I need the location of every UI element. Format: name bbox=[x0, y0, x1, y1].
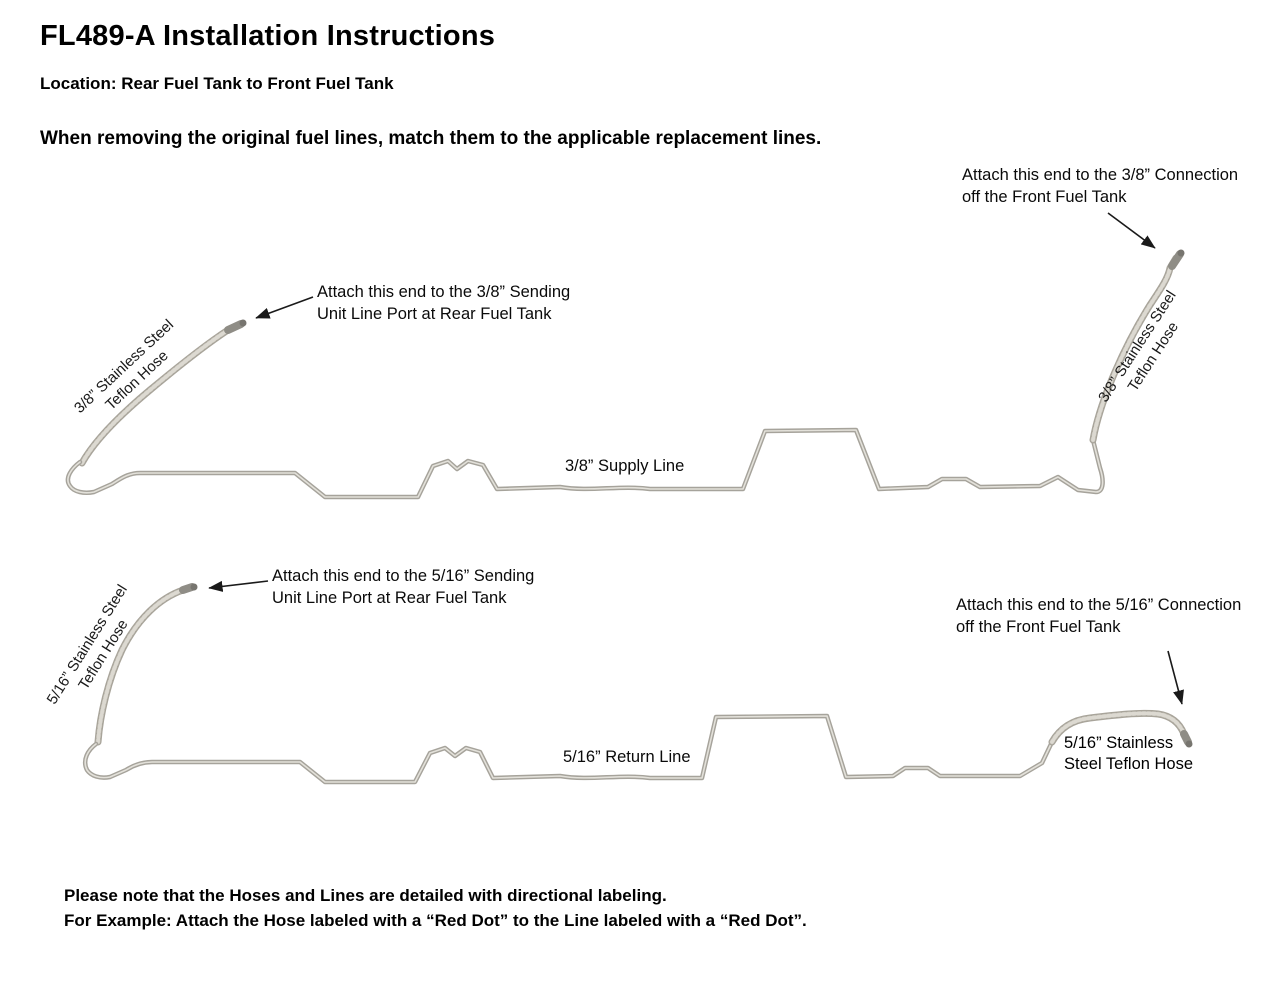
supply-left-annotation: Attach this end to the 3/8” Sending Unit… bbox=[317, 283, 571, 323]
supply-right-annotation-arrow bbox=[1107, 212, 1156, 249]
return-left-annotation-arrow bbox=[208, 580, 269, 592]
footer-note-line2: For Example: Attach the Hose labeled wit… bbox=[64, 910, 807, 930]
supply-line-label: 3/8” Supply Line bbox=[565, 457, 685, 475]
footer-note: Please note that the Hoses and Lines are… bbox=[64, 884, 807, 933]
return-right-annotation-arrow bbox=[1167, 650, 1184, 705]
page-title: FL489-A Installation Instructions bbox=[40, 20, 496, 52]
return-left-hose-fitting bbox=[179, 583, 196, 594]
return-right-hose-fitting bbox=[1180, 730, 1192, 746]
footer-note-line1: Please note that the Hoses and Lines are… bbox=[64, 886, 667, 905]
supply-right-hose-fitting bbox=[1168, 250, 1184, 270]
return-right-hose-label: 5/16” Stainless Steel Teflon Hose bbox=[1064, 734, 1194, 774]
return-right-annotation: Attach this end to the 5/16” Connection … bbox=[956, 596, 1242, 636]
intro-text: When removing the original fuel lines, m… bbox=[40, 128, 822, 149]
supply-line-drawing bbox=[65, 249, 1185, 500]
return-line-drawing bbox=[82, 583, 1193, 785]
return-left-annotation: Attach this end to the 5/16” Sending Uni… bbox=[272, 567, 535, 607]
supply-left-annotation-arrow bbox=[255, 296, 314, 319]
supply-right-annotation: Attach this end to the 3/8” Connection o… bbox=[962, 166, 1239, 206]
location-subtitle: Location: Rear Fuel Tank to Front Fuel T… bbox=[40, 74, 394, 93]
return-line-label: 5/16” Return Line bbox=[563, 748, 691, 766]
supply-left-hose-fitting bbox=[224, 320, 245, 334]
